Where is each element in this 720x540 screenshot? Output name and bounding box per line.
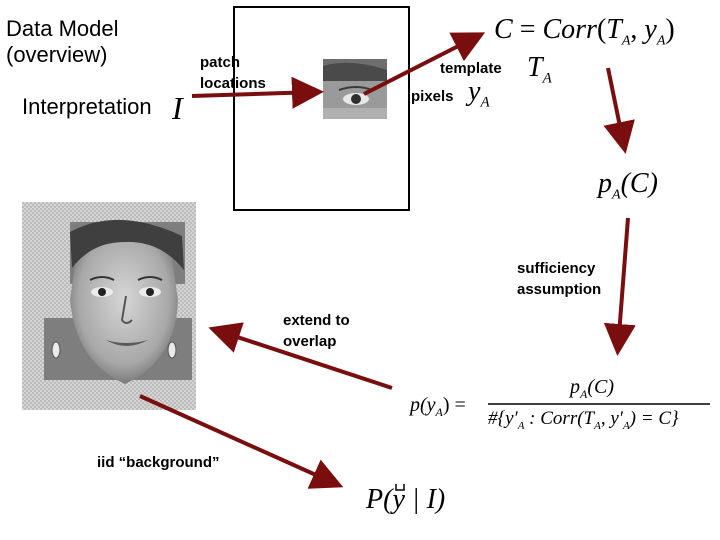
extend-overlap-label: extend to overlap [283,310,350,352]
eye-patch [323,59,387,119]
interpretation-symbol: I [172,90,183,126]
template-label: template [440,60,502,77]
iid-background-label: iid “background” [97,454,220,471]
pixels-label: pixels [411,88,454,105]
patch-locations-line1: patch [200,54,241,71]
page-title: Data Model (overview) [6,16,119,68]
vector-mark [395,484,405,491]
formula-p-ya-numerator: pA(C) [570,376,615,401]
extend-line1: extend to [283,312,350,329]
arrow-iid-background [139,394,344,489]
formula-final: P(y | I) [366,484,446,515]
arrow-patch-locations [191,76,324,109]
arrow-extend-overlap [208,322,393,390]
face-image [22,202,196,410]
sufficiency-line2: assumption [517,281,602,298]
interpretation-label: Interpretation [22,94,152,119]
arrow-template-to-corr [363,32,486,96]
patch-locations-line2: locations [200,75,266,92]
arrow-corr-to-pac [603,67,635,154]
template-symbol: TA [527,52,552,87]
sufficiency-label: sufficiency assumption [517,258,601,300]
arrow-sufficiency [603,217,636,356]
pixels-symbol: yA [468,76,490,111]
title-line1: Data Model [6,16,119,41]
sufficiency-line1: sufficiency [517,260,596,277]
formula-p-ya-lhs: p(yA) = [410,394,466,419]
formula-p-ya-denominator: #{y′A : Corr(TA, y′A) = C} [488,408,679,432]
patch-locations-label: patch locations [200,52,266,94]
image-frame [233,6,410,211]
title-line2: (overview) [6,42,108,67]
arrows [139,32,636,489]
formula-correlation: C = Corr(TA, yA) [494,14,675,49]
extend-line2: overlap [283,333,337,350]
formula-pa-c: pA(C) [598,168,658,203]
